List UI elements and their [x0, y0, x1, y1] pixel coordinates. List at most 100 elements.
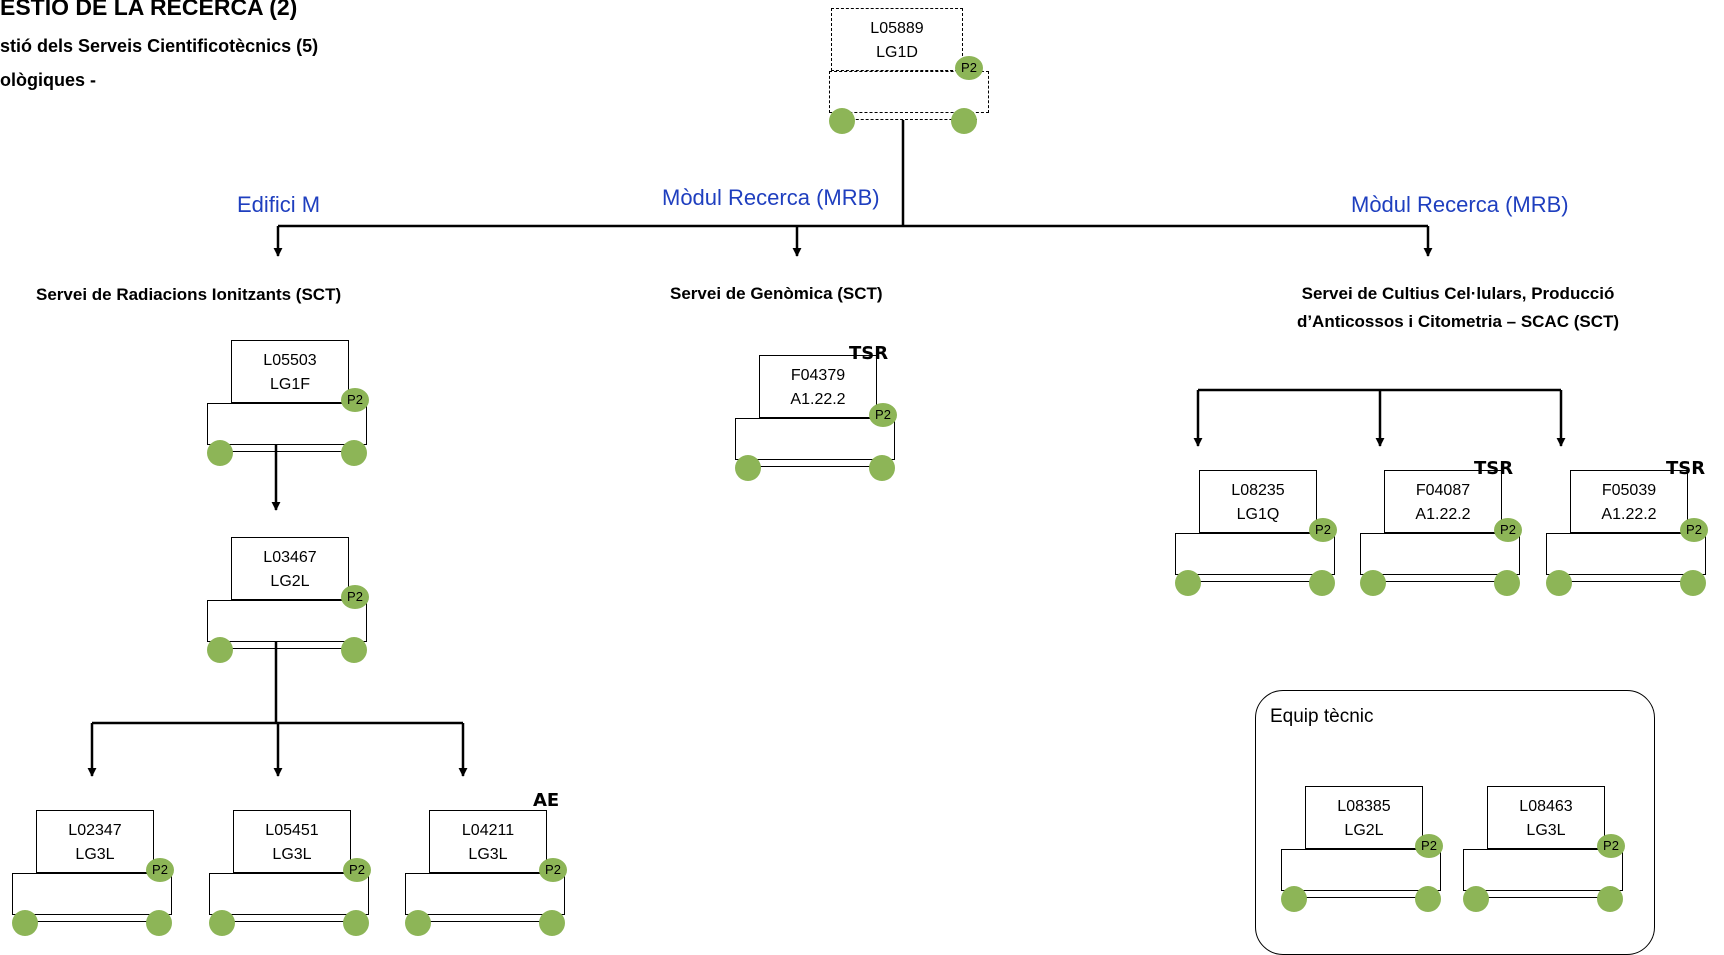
wheel-icon [1309, 570, 1335, 596]
node-code: L05503 [263, 352, 317, 369]
priority-badge: P2 [341, 585, 369, 609]
node-code: L03467 [263, 549, 317, 566]
wheel-icon [1360, 570, 1386, 596]
priority-badge: P2 [1309, 518, 1337, 542]
node-base [1558, 581, 1694, 582]
wheel-icon [735, 455, 761, 481]
wheel-icon [829, 108, 855, 134]
node-paper [1384, 470, 1502, 533]
node-group: LG1F [269, 376, 310, 393]
node-tray [209, 873, 369, 915]
node-paper [759, 355, 877, 418]
wheel-icon [1597, 886, 1623, 912]
node-base [1293, 897, 1429, 898]
node-base [1187, 581, 1323, 582]
node-code: L04211 [461, 822, 515, 839]
node-tray [207, 403, 367, 445]
node-base [219, 451, 355, 452]
node-base [221, 921, 357, 922]
node-base [1372, 581, 1508, 582]
node-base [219, 648, 355, 649]
node-base [24, 921, 160, 922]
node-paper [831, 8, 963, 71]
node-base [747, 466, 883, 467]
wheel-icon [1680, 570, 1706, 596]
priority-badge: P2 [1680, 518, 1708, 542]
service-title-cultius-line1: Servei de Cultius Cel·lulars, Producció [1301, 284, 1615, 303]
node-group: A1.22.2 [1415, 506, 1471, 523]
priority-badge: P2 [539, 858, 567, 882]
node-group: LG1D [876, 44, 918, 61]
node-group: LG1Q [1236, 506, 1280, 523]
location-label-right: Mòdul Recerca (MRB) [1351, 192, 1569, 217]
wheel-icon [341, 637, 367, 663]
node-code: F04087 [1415, 482, 1471, 499]
service-title-cultius: Servei de Cultius Cel·lulars, Producció … [1228, 280, 1688, 336]
node-tray [735, 418, 895, 460]
node-paper [429, 810, 547, 873]
wheel-icon [951, 108, 977, 134]
node-paper [1305, 786, 1423, 849]
location-label-center: Mòdul Recerca (MRB) [662, 185, 880, 210]
role-tag: TSR [1474, 458, 1514, 479]
node-code: L05889 [870, 20, 924, 37]
wheel-icon [1415, 886, 1441, 912]
priority-badge: P2 [1597, 834, 1625, 858]
node-tray [405, 873, 565, 915]
node-tray [1175, 533, 1335, 575]
wheel-icon [1175, 570, 1201, 596]
node-paper [1570, 470, 1688, 533]
node-group: LG2L [1344, 822, 1384, 839]
wheel-icon [207, 440, 233, 466]
node-group: LG3L [272, 846, 312, 863]
header-line-1: ESTIÓ DE LA RECERCA (2) [0, 0, 298, 20]
role-tag: TSR [849, 343, 889, 364]
location-label-left: Edifici M [237, 192, 321, 217]
node-code: L02347 [68, 822, 122, 839]
wheel-icon [1463, 886, 1489, 912]
node-paper [231, 537, 349, 600]
node-tray [1281, 849, 1441, 891]
wheel-icon [1494, 570, 1520, 596]
node-group: LG3L [75, 846, 115, 863]
wheel-icon [869, 455, 895, 481]
priority-badge: P2 [341, 388, 369, 412]
wheel-icon [12, 910, 38, 936]
node-group: LG3L [1526, 822, 1566, 839]
priority-badge: P2 [869, 403, 897, 427]
priority-badge: P2 [1494, 518, 1522, 542]
node-code: F05039 [1601, 482, 1657, 499]
node-group: A1.22.2 [1601, 506, 1657, 523]
wheel-icon [207, 637, 233, 663]
header-line-2: stió dels Serveis Cientificotècnics (5) [0, 36, 319, 56]
technical-team-title: Equip tècnic [1270, 706, 1374, 727]
service-title-genomica: Servei de Genòmica (SCT) [670, 284, 883, 303]
node-base [1475, 897, 1611, 898]
node-code: L05451 [265, 822, 319, 839]
node-base [841, 119, 977, 120]
node-group: LG3L [468, 846, 508, 863]
node-paper [231, 340, 349, 403]
role-tag: TSR [1666, 458, 1706, 479]
node-group: A1.22.2 [790, 391, 846, 408]
node-paper [36, 810, 154, 873]
wheel-icon [1281, 886, 1307, 912]
wheel-icon [405, 910, 431, 936]
node-tray [12, 873, 172, 915]
wheel-icon [343, 910, 369, 936]
node-paper [1487, 786, 1605, 849]
node-paper [233, 810, 351, 873]
priority-badge: P2 [1415, 834, 1443, 858]
node-group: LG2L [270, 573, 310, 590]
node-tray [1546, 533, 1706, 575]
priority-badge: P2 [955, 56, 983, 80]
wheel-icon [341, 440, 367, 466]
service-title-cultius-line2: d’Anticossos i Citometria – SCAC (SCT) [1296, 312, 1620, 331]
node-paper [1199, 470, 1317, 533]
priority-badge: P2 [146, 858, 174, 882]
wheel-icon [209, 910, 235, 936]
header-line-3: ològiques - [0, 70, 96, 90]
service-title-radiacions: Servei de Radiacions Ionitzants (SCT) [36, 285, 342, 304]
